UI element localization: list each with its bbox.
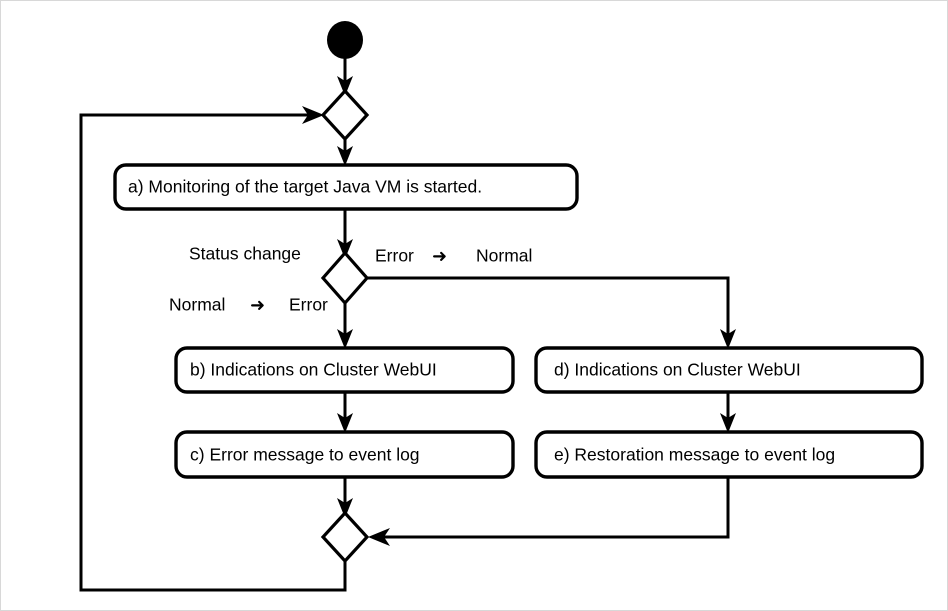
edge-c-to-merge-bottom [337,477,353,518]
edge-labels-layer: Status change Error ➜ Normal Normal ➜ Er… [169,244,532,316]
edge-label-error-to-normal-suffix: Normal [476,246,532,266]
arrowhead-left [368,528,390,546]
edge-decision-to-b [337,303,353,349]
edges-layer [79,58,736,592]
edge-label-error-to-normal: Error ➜ Normal [375,246,532,267]
activity-box-b[interactable]: b) Indications on Cluster WebUI [174,346,515,394]
activity-box-d-label: d) Indications on Cluster WebUI [554,360,801,380]
arrowhead-right [302,106,324,124]
activity-box-c-label: c) Error message to event log [190,445,420,465]
activity-box-a-label: a) Monitoring of the target Java VM is s… [128,177,482,197]
arrow-right-icon: ➜ [250,295,265,316]
activity-box-a[interactable]: a) Monitoring of the target Java VM is s… [113,163,579,211]
edge-label-normal-to-error-prefix: Normal [169,295,225,315]
edge-e-to-merge-bottom [368,477,730,546]
arrowhead-down [720,329,736,349]
activity-box-e-shape[interactable] [534,430,924,479]
arrowhead-down [337,329,353,349]
nodes-layer: a) Monitoring of the target Java VM is s… [113,21,924,564]
start-node [327,21,363,59]
activity-box-e[interactable]: e) Restoration message to event log [534,430,924,479]
activity-box-c[interactable]: c) Error message to event log [174,430,515,479]
arrowhead-down [337,239,353,259]
arrowhead-down [720,413,736,433]
edge-merge-top-to-a [337,139,353,166]
arrowhead-down [337,76,353,96]
edge-b-to-c [337,392,353,433]
merge-diamond-bottom [320,510,370,564]
activity-box-b-shape[interactable] [174,346,515,394]
activity-box-d[interactable]: d) Indications on Cluster WebUI [534,346,924,394]
arrow-right-icon: ➜ [432,246,447,267]
activity-box-c-shape[interactable] [174,430,515,479]
activity-box-b-label: b) Indications on Cluster WebUI [190,360,437,380]
edge-a-to-decision [337,209,353,259]
arrowhead-down [337,146,353,166]
edge-label-status-change: Status change [189,244,301,264]
activity-box-a-shape[interactable] [113,163,579,211]
decision-diamond-status-change [320,250,370,306]
activity-box-d-shape[interactable] [534,346,924,394]
edge-label-normal-to-error: Normal ➜ Error [169,295,328,316]
edge-start-to-merge-top [337,58,353,96]
edge-decision-to-d [367,276,736,349]
edge-label-error-to-normal-prefix: Error [375,246,414,266]
edge-label-normal-to-error-suffix: Error [289,295,328,315]
activity-box-e-label: e) Restoration message to event log [554,445,835,465]
merge-diamond-top [320,88,370,142]
edge-feedback-loop [79,106,347,592]
edge-d-to-e [720,392,736,433]
arrowhead-down [337,498,353,518]
arrowhead-down [337,413,353,433]
